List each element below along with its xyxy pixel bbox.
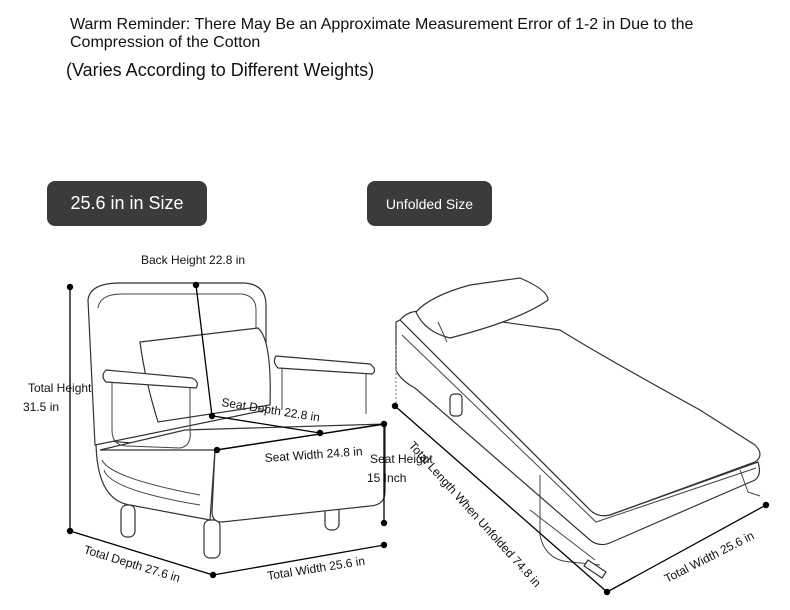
chair-dimension-lines xyxy=(66,281,388,579)
warm-reminder-text: Warm Reminder: There May Be an Approxima… xyxy=(70,16,694,51)
seat-height-value: 15 Inch xyxy=(367,471,406,485)
chair-total-width-label: Total Width 25.6 in xyxy=(266,554,366,583)
seat-width-label: Seat Width 24.8 in xyxy=(264,444,363,465)
unfolded-bed-illustration xyxy=(395,277,761,579)
back-height-label: Back Height 22.8 in xyxy=(141,253,245,267)
bed-total-width-label: Total Width 25.6 in xyxy=(662,528,756,585)
size-badge: 25.6 in in Size xyxy=(47,181,207,226)
seat-height-label: Seat Height xyxy=(370,452,433,466)
unfolded-size-badge: Unfolded Size xyxy=(367,181,492,226)
total-height-label: Total Height xyxy=(28,381,92,395)
weight-variance-note: (Varies According to Different Weights) xyxy=(66,60,375,80)
bed-dimension-lines xyxy=(391,402,770,596)
total-depth-label: Total Depth 27.6 in xyxy=(82,542,182,585)
sofa-chair-illustration xyxy=(87,282,386,559)
total-height-value: 31.5 in xyxy=(23,400,59,414)
